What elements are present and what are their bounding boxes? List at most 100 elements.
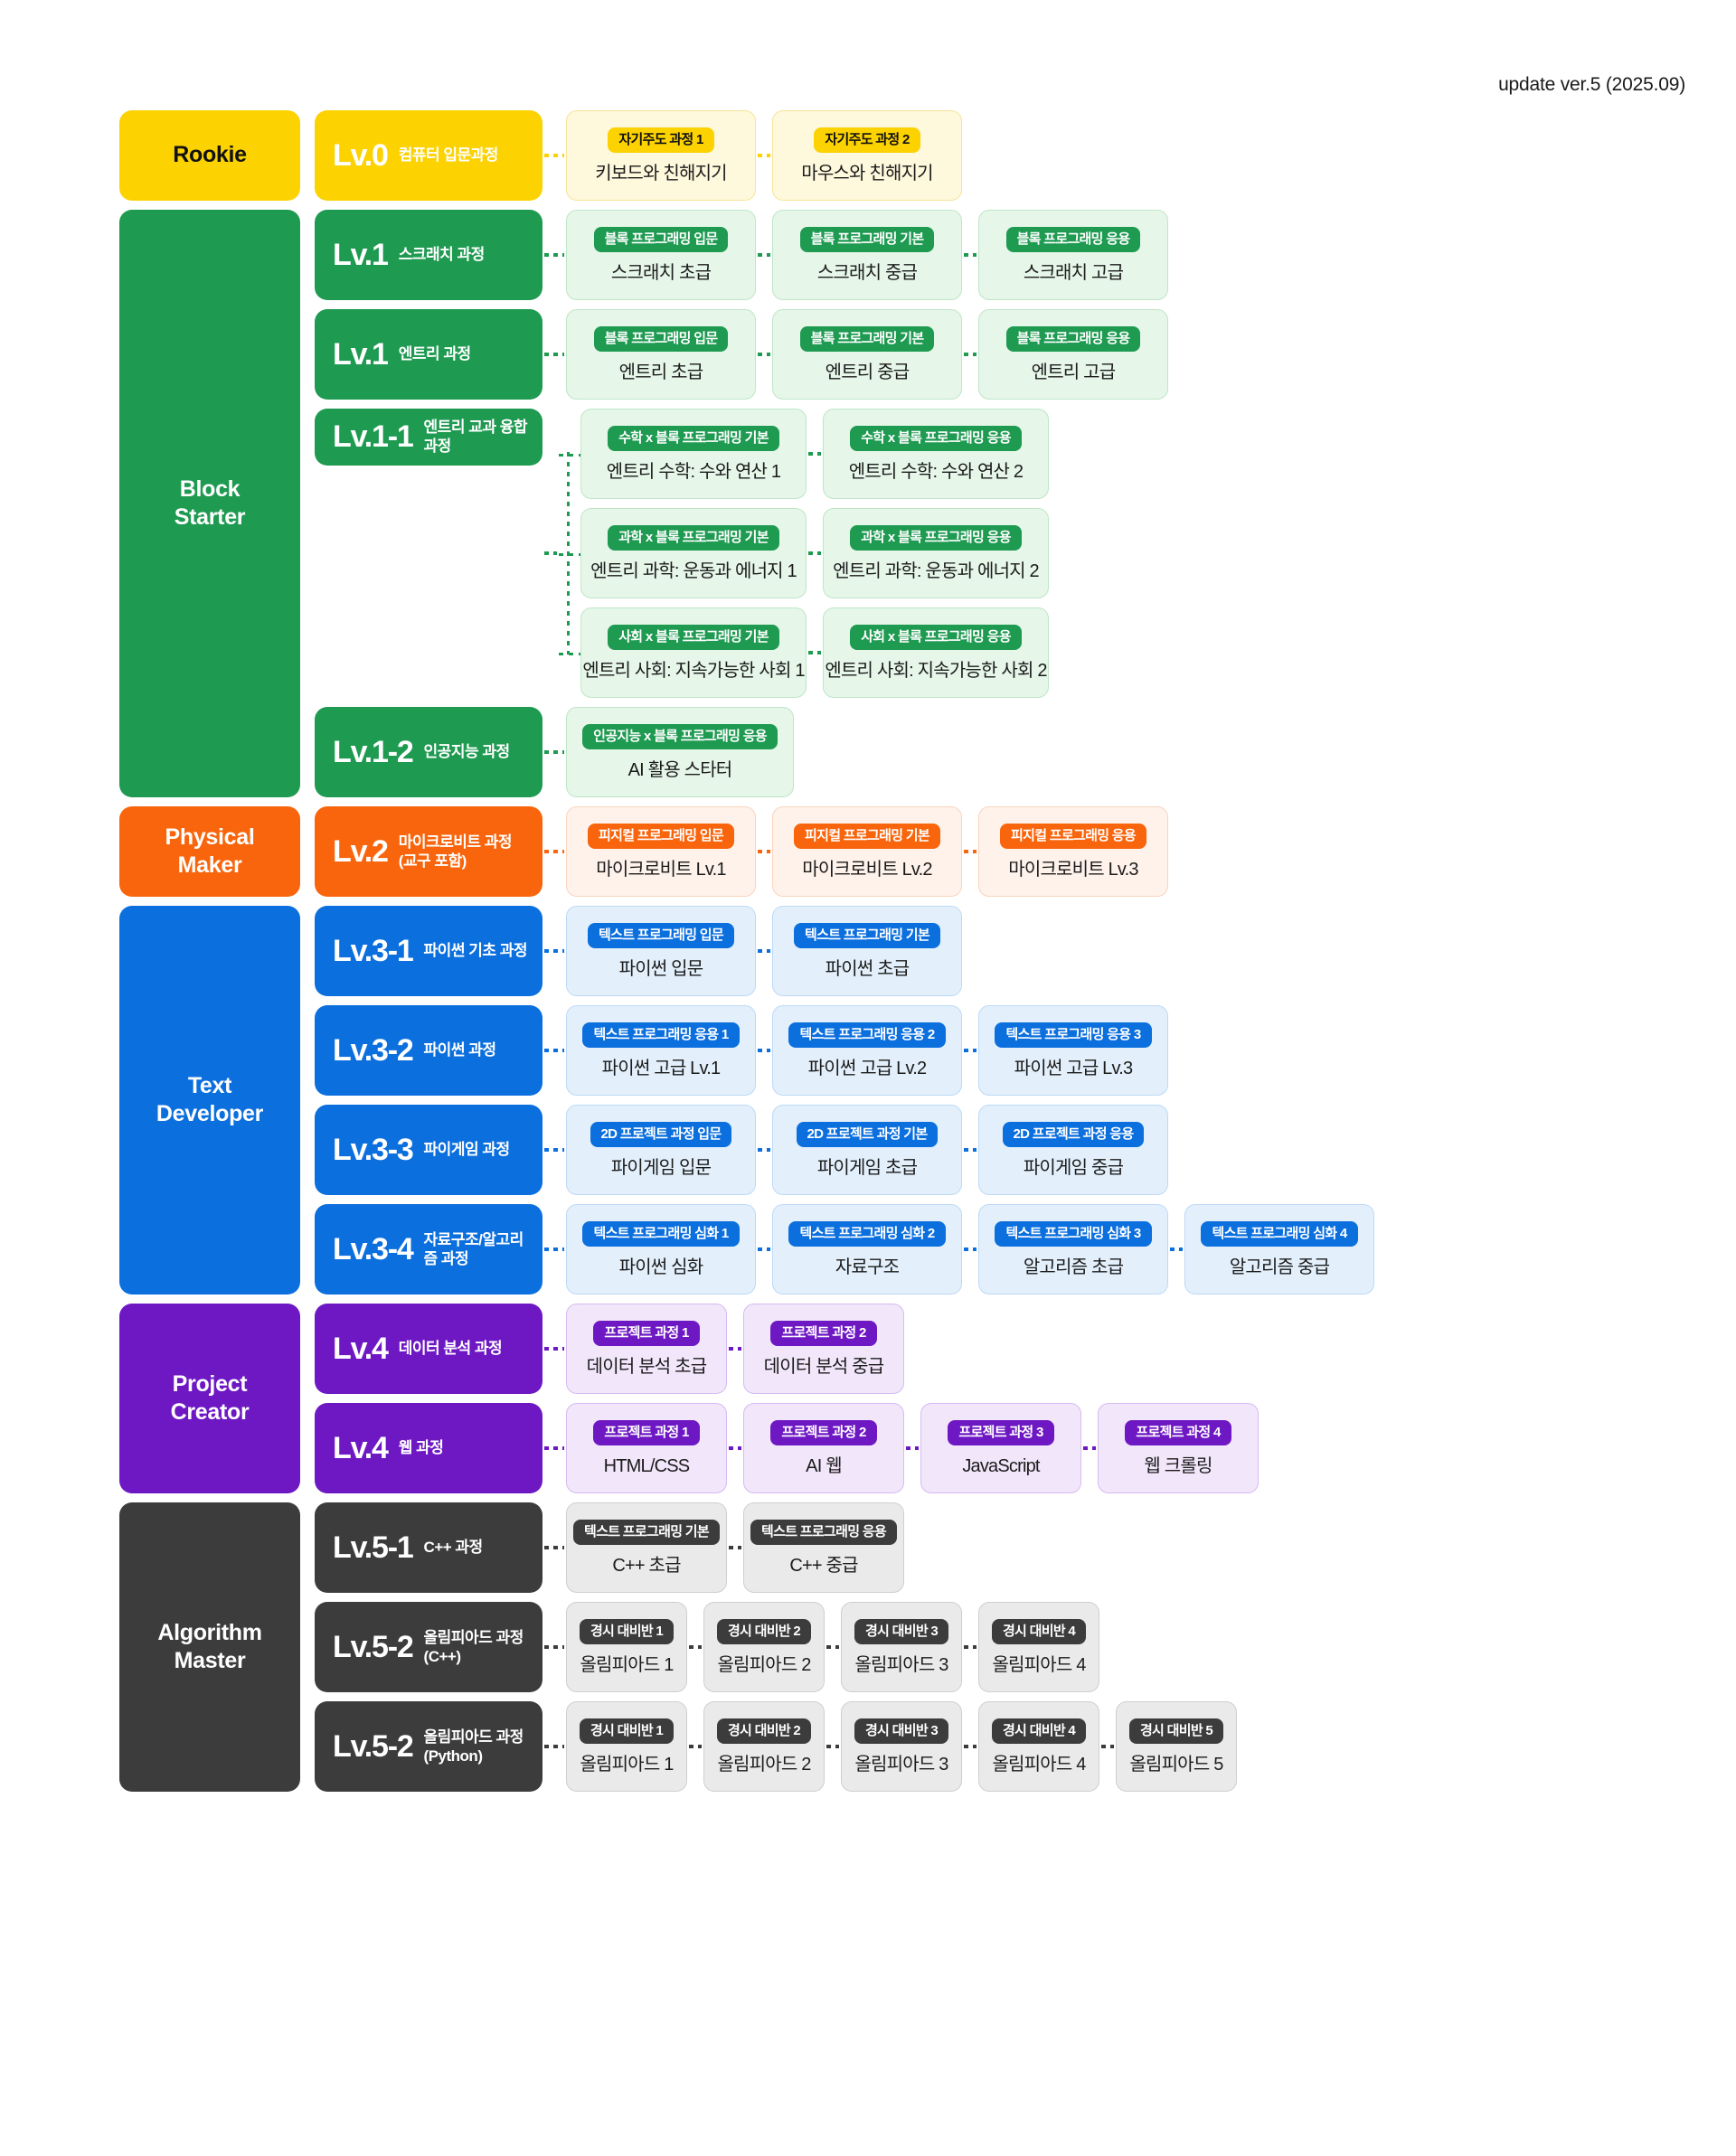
course-card[interactable]: 경시 대비반 5 올림피아드 5 (1116, 1701, 1237, 1792)
course-badge: 경시 대비반 5 (1128, 1718, 1224, 1745)
level-name: 인공지능 과정 (423, 743, 511, 761)
connector-dots (808, 452, 821, 456)
course-badge: 블록 프로그래밍 입문 (593, 226, 729, 253)
connector-dots (758, 949, 770, 953)
connector-dots (964, 1049, 976, 1052)
connector-dots (758, 253, 770, 257)
course-badge: 텍스트 프로그래밍 응용 (750, 1519, 897, 1546)
course-badge: 텍스트 프로그래밍 응용 3 (995, 1022, 1152, 1049)
course-title: 엔트리 과학: 운동과 에너지 2 (833, 561, 1040, 582)
course-title: 올림피아드 5 (1129, 1755, 1223, 1775)
course-title: C++ 초급 (612, 1556, 681, 1577)
level-number: Lv.5-1 (333, 1530, 414, 1565)
level-number: Lv.2 (333, 834, 389, 869)
connector-dots (729, 1546, 741, 1549)
course-badge: 텍스트 프로그래밍 심화 1 (582, 1220, 740, 1247)
connector-dots (758, 154, 770, 157)
level-name: 데이터 분석 과정 (398, 1340, 503, 1358)
connector-dots (964, 1745, 976, 1748)
course-title: 키보드와 친해지기 (595, 164, 727, 184)
course-badge: 경시 대비반 1 (579, 1718, 675, 1745)
connector-dots (544, 1148, 564, 1152)
course-badge: 사회 x 블록 프로그래밍 응용 (850, 624, 1022, 651)
level-name: 파이썬 기초 과정 (423, 942, 528, 960)
course-badge: 프로젝트 과정 2 (770, 1320, 877, 1347)
category-rookie[interactable]: Rookie (119, 110, 300, 201)
course-badge: 프로젝트 과정 3 (948, 1419, 1054, 1446)
course-badge: 피지컬 프로그래밍 응용 (1000, 823, 1146, 850)
level-name: 컴퓨터 입문과정 (398, 146, 499, 165)
